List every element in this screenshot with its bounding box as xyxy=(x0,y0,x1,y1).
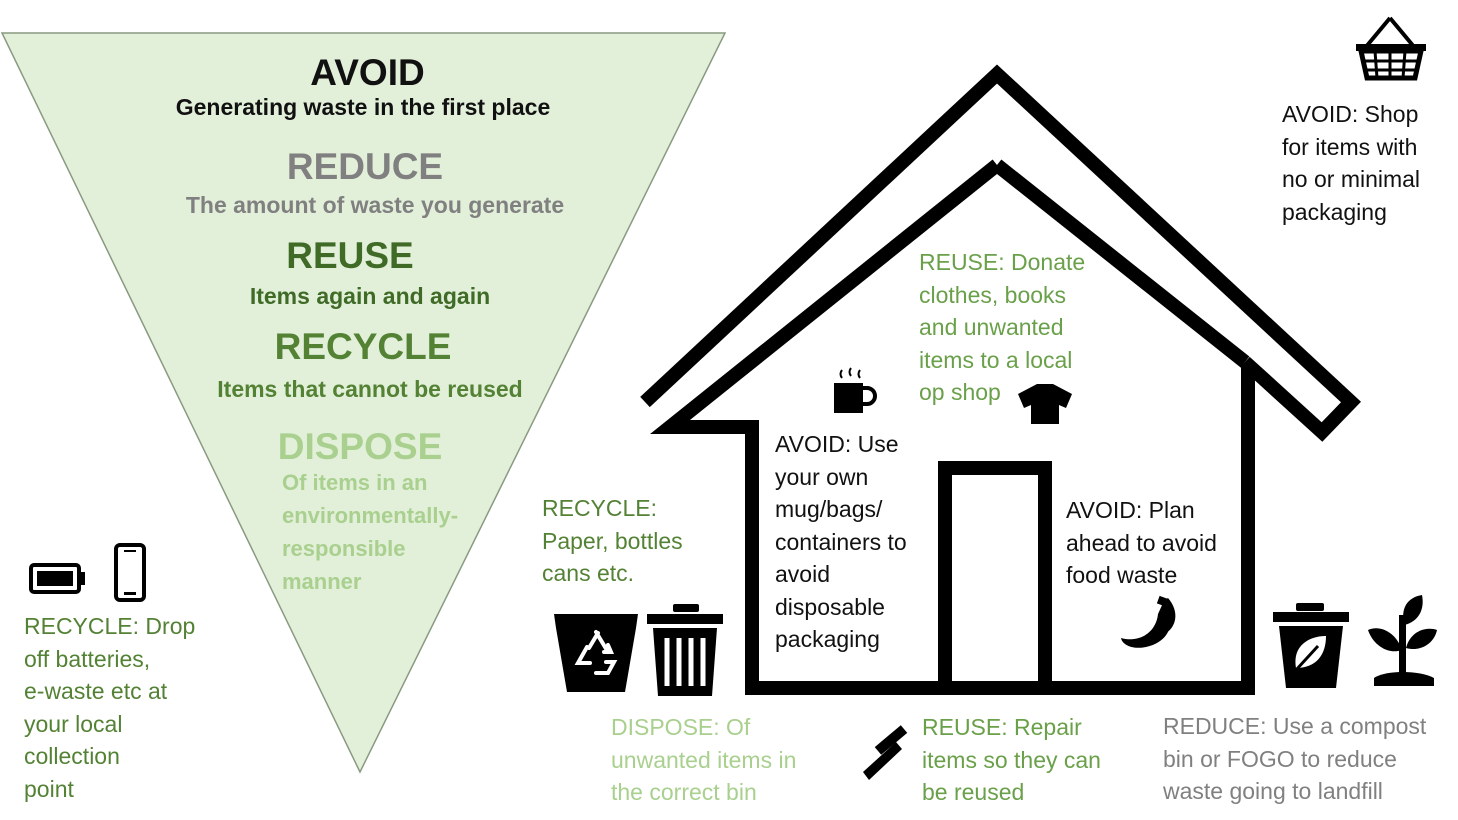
avoid-subtitle: Generating waste in the first place xyxy=(175,94,551,120)
mobile-phone-icon xyxy=(114,543,146,602)
house-outline xyxy=(640,64,1362,695)
reuse-title: REUSE xyxy=(286,235,414,276)
shopping-basket-icon xyxy=(1356,16,1426,81)
note-plan-avoid: AVOID: Plan ahead to avoid food waste xyxy=(1066,497,1217,588)
recycle-subtitle: Items that cannot be reused xyxy=(217,376,523,402)
recycle-title: RECYCLE xyxy=(274,326,452,367)
compost-bin-icon xyxy=(1273,603,1349,688)
reduce-subtitle: The amount of waste you generate xyxy=(185,192,565,218)
seedling-icon xyxy=(1368,595,1437,686)
note-shop-avoid: AVOID: Shop for items with no or minimal… xyxy=(1282,101,1421,225)
battery-icon xyxy=(29,563,85,594)
rubbish-bin-icon xyxy=(647,604,723,696)
recycling-bin-icon xyxy=(554,614,638,692)
note-batteries-recycle: RECYCLE: Drop off batteries, e-waste etc… xyxy=(24,613,196,802)
dispose-title: DISPOSE xyxy=(277,426,443,467)
note-repair-reuse: REUSE: Repair items so they can be reuse… xyxy=(922,714,1101,805)
note-mug-avoid: AVOID: Use your own mug/bags/ containers… xyxy=(775,431,907,652)
reduce-title: REDUCE xyxy=(286,146,444,187)
avoid-title: AVOID xyxy=(310,52,425,93)
banana-icon xyxy=(1121,595,1176,648)
hammer-icon xyxy=(863,725,908,780)
note-compost-reduce: REDUCE: Use a compost bin or FOGO to red… xyxy=(1163,713,1427,804)
note-donate-reuse: REUSE: Donate clothes, books and unwante… xyxy=(919,249,1086,405)
waste-pyramid xyxy=(0,32,727,774)
note-paper-recycle: RECYCLE: Paper, bottles cans etc. xyxy=(542,495,683,586)
coffee-mug-icon xyxy=(834,367,877,413)
dispose-subtitle: Of items in an environmentally- responsi… xyxy=(282,470,459,594)
t-shirt-icon xyxy=(1018,384,1072,424)
reuse-subtitle: Items again and again xyxy=(249,283,491,309)
note-bin-dispose: DISPOSE: Of unwanted items in the correc… xyxy=(611,714,797,805)
